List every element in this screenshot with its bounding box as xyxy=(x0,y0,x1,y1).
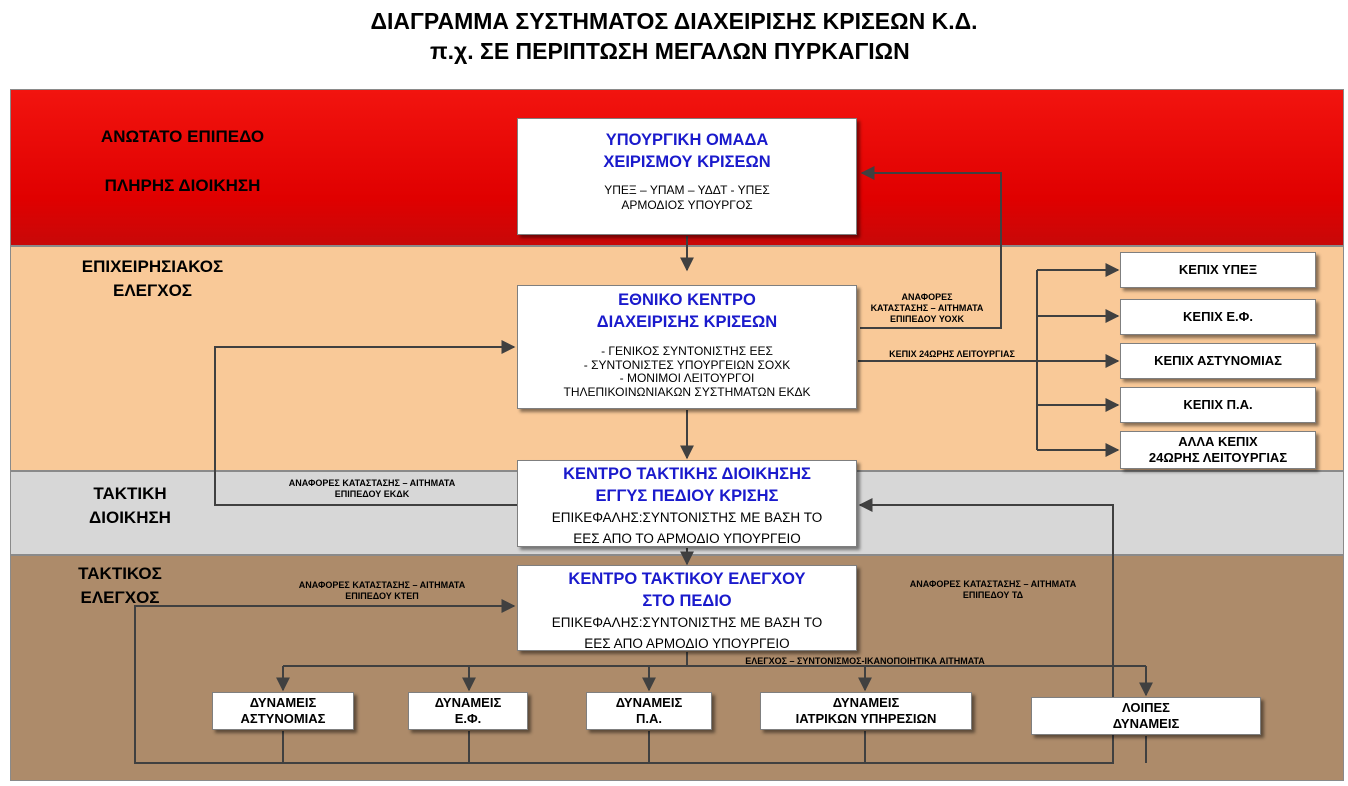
title-line-2: π.χ. ΣΕ ΠΕΡΙΠΤΩΣΗ ΜΕΓΑΛΩΝ ΠΥΡΚΑΓΙΩΝ xyxy=(430,38,910,64)
level-operational-line-2: ΕΛΕΓΧΟΣ xyxy=(113,281,192,300)
note-ktep-reports: ΑΝΑΦΟΡΕΣ ΚΑΤΑΣΤΑΣΗΣ – ΑΙΤΗΜΑΤΑ ΕΠΙΠΕΔΟΥ … xyxy=(298,580,466,601)
box-kepix-3: ΚΕΠΙΧ ΑΣΤΥΝΟΜΙΑΣ xyxy=(1120,343,1316,379)
level-tactical-control-line-2: ΕΛΕΓΧΟΣ xyxy=(80,588,160,607)
national-heading-2: ΔΙΑΧΕΙΡΙΣΗΣ ΚΡΙΣΕΩΝ xyxy=(596,313,778,331)
level-tactical-command-line-1: ΤΑΚΤΙΚΗ xyxy=(93,484,167,503)
note-control-coordination: ΕΛΕΓΧΟΣ – ΣΥΝΤΟΝΙΣΜΟΣ-ΙΚΑΝΟΠΟΙΗΤΙΚΑ ΑΙΤΗ… xyxy=(745,656,985,666)
level-label-tactical-control: ΤΑΚΤΙΚΟΣ ΕΛΕΓΧΟΣ xyxy=(30,562,210,610)
level-label-top-sub: ΠΛΗΡΗΣ ΔΙΟΙΚΗΣΗ xyxy=(60,174,305,198)
tactical-control-line-2: ΕΕΣ ΑΠΟ ΑΡΜΟΔΙΟ ΥΠΟΥΡΓΕΙΟ xyxy=(584,636,790,651)
national-line-4: ΤΗΛΕΠΙΚΟΙΝΩΝΙΑΚΩΝ ΣΥΣΤΗΜΑΤΩΝ ΕΚΔΚ xyxy=(563,384,811,399)
title-line-1: ΔΙΑΓΡΑΜΜΑ ΣΥΣΤΗΜΑΤΟΣ ΔΙΑΧΕΙΡΙΣΗΣ ΚΡΙΣΕΩΝ… xyxy=(370,8,978,34)
tactical-command-heading-2: ΕΓΓΥΣ ΠΕΔΙΟΥ ΚΡΙΣΗΣ xyxy=(595,487,779,505)
box-kepix-4: ΚΕΠΙΧ Π.Α. xyxy=(1120,387,1316,423)
ministerial-heading-1: ΥΠΟΥΡΓΙΚΗ ΟΜΑΔΑ xyxy=(605,131,769,149)
note-td-reports: ΑΝΑΦΟΡΕΣ ΚΑΤΑΣΤΑΣΗΣ – ΑΙΤΗΜΑΤΑ ΕΠΙΠΕΔΟΥ … xyxy=(909,579,1077,600)
tactical-command-heading-1: ΚΕΝΤΡΟ ΤΑΚΤΙΚΗΣ ΔΙΟΙΚΗΣΗΣ xyxy=(563,465,811,483)
national-line-2: - ΣΥΝΤΟΝΙΣΤΕΣ ΥΠΟΥΡΓΕΙΩΝ ΣΟΧΚ xyxy=(583,357,791,372)
tactical-command-line-2: ΕΕΣ ΑΠΟ ΤΟ ΑΡΜΟΔΙΟ ΥΠΟΥΡΓΕΙΟ xyxy=(573,531,801,546)
ministerial-line-2: ΑΡΜΟΔΙΟΣ ΥΠΟΥΡΓΟΣ xyxy=(621,198,753,212)
arrow-ktep-reports xyxy=(134,599,516,764)
level-label-operational: ΕΠΙΧΕΙΡΗΣΙΑΚΟΣ ΕΛΕΓΧΟΣ xyxy=(40,255,265,303)
national-line-3: - ΜΟΝΙΜΟΙ ΛΕΙΤΟΥΡΓΟΙ xyxy=(619,371,755,385)
arrow-ekdk-reports xyxy=(214,340,517,506)
note-kepix-24h: ΚΕΠΙΧ 24ΩΡΗΣ ΛΕΙΤΟΥΡΓΙΑΣ xyxy=(889,349,1015,359)
national-line-1: - ΓΕΝΙΚΟΣ ΣΥΝΤΟΝΙΣΤΗΣ ΕΕΣ xyxy=(601,344,773,358)
box-national-crisis-center: ΕΘΝΙΚΟ ΚΕΝΤΡΟ ΔΙΑΧΕΙΡΙΣΗΣ ΚΡΙΣΕΩΝ - ΓΕΝΙ… xyxy=(517,285,857,409)
note-ekdk-reports: ΑΝΑΦΟΡΕΣ ΚΑΤΑΣΤΑΣΗΣ – ΑΙΤΗΜΑΤΑ ΕΠΙΠΕΔΟΥ … xyxy=(288,478,456,499)
ministerial-line-1: ΥΠΕΞ – ΥΠΑΜ – ΥΔΔΤ - ΥΠΕΣ xyxy=(604,183,770,197)
kepix-2-label: ΚΕΠΙΧ Ε.Φ. xyxy=(1183,309,1253,324)
tactical-command-line-1: ΕΠΙΚΕΦΑΛΗΣ:ΣΥΝΤΟΝΙΣΤΗΣ ΜΕ ΒΑΣΗ ΤΟ xyxy=(551,510,823,525)
box-tactical-command-center: ΚΕΝΤΡΟ ΤΑΚΤΙΚΗΣ ΔΙΟΙΚΗΣΗΣ ΕΓΓΥΣ ΠΕΔΙΟΥ Κ… xyxy=(517,460,857,547)
kepix-3-label: ΚΕΠΙΧ ΑΣΤΥΝΟΜΙΑΣ xyxy=(1154,353,1282,368)
arrow-yoxk-reports xyxy=(860,166,1002,329)
level-tactical-command-line-2: ΔΙΟΙΚΗΣΗ xyxy=(89,508,171,527)
national-heading-1: ΕΘΝΙΚΟ ΚΕΝΤΡΟ xyxy=(618,291,756,309)
level-label-tactical-command: ΤΑΚΤΙΚΗ ΔΙΟΙΚΗΣΗ xyxy=(40,482,220,530)
ministerial-heading-2: ΧΕΙΡΙΣΜΟΥ ΚΡΙΣΕΩΝ xyxy=(603,153,771,171)
box-ministerial-crisis-team: ΥΠΟΥΡΓΙΚΗ ΟΜΑΔΑ ΧΕΙΡΙΣΜΟΥ ΚΡΙΣΕΩΝ ΥΠΕΞ –… xyxy=(517,118,857,235)
level-tactical-control-line-1: ΤΑΚΤΙΚΟΣ xyxy=(78,564,162,583)
level-operational-line-1: ΕΠΙΧΕΙΡΗΣΙΑΚΟΣ xyxy=(81,257,224,276)
tactical-control-heading-1: ΚΕΝΤΡΟ ΤΑΚΤΙΚΟΥ ΕΛΕΓΧΟΥ xyxy=(568,570,806,588)
kepix-4-label: ΚΕΠΙΧ Π.Α. xyxy=(1183,397,1253,412)
kepix-1-label: ΚΕΠΙΧ ΥΠΕΞ xyxy=(1178,262,1258,277)
note-yoxk-reports: ΑΝΑΦΟΡΕΣ ΚΑΤΑΣΤΑΣΗΣ – ΑΙΤΗΜΑΤΑ ΕΠΙΠΕΔΟΥ … xyxy=(870,292,984,324)
tactical-control-heading-2: ΣΤΟ ΠΕΔΙΟ xyxy=(642,592,732,610)
level-top-line-1: ΑΝΩΤΑΤΟ ΕΠΙΠΕΔΟ xyxy=(100,127,265,146)
box-tactical-control-center: ΚΕΝΤΡΟ ΤΑΚΤΙΚΟΥ ΕΛΕΓΧΟΥ ΣΤΟ ΠΕΔΙΟ ΕΠΙΚΕΦ… xyxy=(517,565,857,651)
box-kepix-1: ΚΕΠΙΧ ΥΠΕΞ xyxy=(1120,252,1316,288)
level-top-line-2: ΠΛΗΡΗΣ ΔΙΟΙΚΗΣΗ xyxy=(104,176,261,195)
level-label-top: ΑΝΩΤΑΤΟ ΕΠΙΠΕΔΟ xyxy=(60,125,305,149)
box-kepix-2: ΚΕΠΙΧ Ε.Φ. xyxy=(1120,299,1316,335)
tactical-control-line-1: ΕΠΙΚΕΦΑΛΗΣ:ΣΥΝΤΟΝΙΣΤΗΣ ΜΕ ΒΑΣΗ ΤΟ xyxy=(551,615,823,630)
